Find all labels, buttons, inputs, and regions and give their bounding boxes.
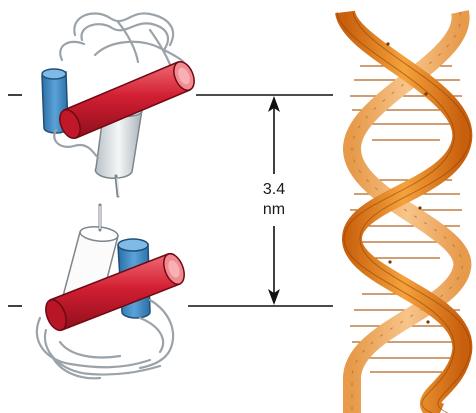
protein-monomer-bottom [37, 205, 188, 378]
dna-double-helix [337, 12, 470, 413]
protein-monomer-top [42, 13, 198, 196]
distance-value-label: 3.4 [246, 181, 302, 199]
distance-unit-label: nm [246, 201, 302, 219]
